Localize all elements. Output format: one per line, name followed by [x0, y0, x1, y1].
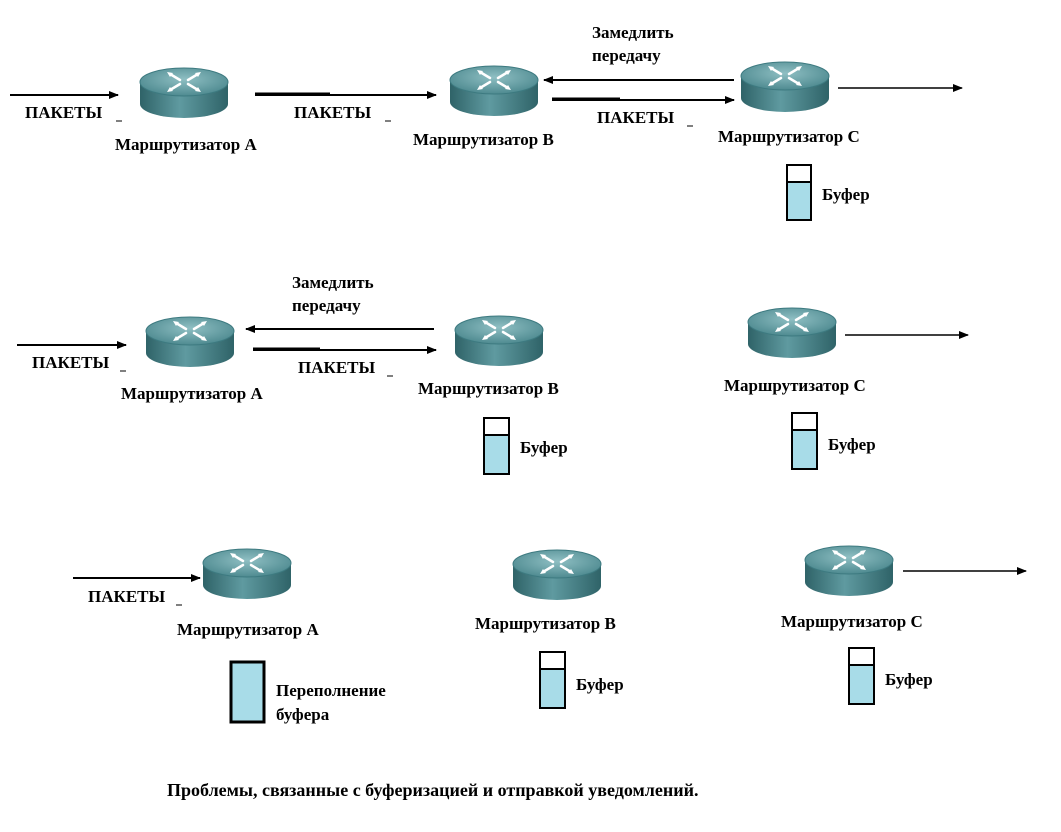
buffer-overflow-icon: [229, 660, 266, 724]
router-a-icon: [144, 315, 236, 369]
buffer-label: Буфер: [520, 438, 568, 457]
buffer-icon: [483, 417, 510, 475]
buffer-label: Буфер: [822, 185, 870, 204]
overflow-label: Переполнение: [276, 681, 386, 700]
router-a-icon: [138, 66, 230, 120]
router-a-label: Маршрутизатор А: [121, 384, 263, 403]
router-c-label: Маршрутизатор С: [781, 612, 923, 631]
buffer-label: Буфер: [576, 675, 624, 694]
router-b-label: Маршрутизатор В: [418, 379, 559, 398]
row-3: ПАКЕТЫ Маршрутизатор А Переполнение буфе…: [73, 544, 1027, 724]
slow-down-label: Замедлить: [592, 23, 674, 42]
figure-caption: Проблемы, связанные с буферизацией и отп…: [167, 780, 699, 800]
router-a-label: Маршрутизатор А: [115, 135, 257, 154]
router-b-icon: [453, 314, 545, 368]
row-2: ПАКЕТЫ Маршрутизатор А Замедлить передач…: [17, 273, 969, 475]
router-c-icon: [803, 544, 895, 598]
router-c-icon: [746, 306, 838, 360]
router-b-icon: [448, 64, 540, 118]
packets-label: ПАКЕТЫ: [32, 353, 110, 372]
buffer-label: Буфер: [828, 435, 876, 454]
packets-label: ПАКЕТЫ: [298, 358, 376, 377]
slow-down-label: передачу: [592, 46, 661, 65]
router-b-icon: [511, 548, 603, 602]
row-1: ПАКЕТЫ Маршрутизатор А ПАКЕТЫ Маршрутиза…: [10, 23, 963, 221]
router-a-icon: [201, 547, 293, 601]
router-b-label: Маршрутизатор В: [475, 614, 616, 633]
router-b-label: Маршрутизатор В: [413, 130, 554, 149]
slow-down-label: Замедлить: [292, 273, 374, 292]
buffer-icon: [791, 412, 818, 470]
buffer-icon: [848, 647, 875, 705]
router-c-icon: [739, 60, 831, 114]
overflow-label: буфера: [276, 705, 330, 724]
buffer-label: Буфер: [885, 670, 933, 689]
router-c-label: Маршрутизатор С: [718, 127, 860, 146]
slow-down-label: передачу: [292, 296, 361, 315]
buffer-icon: [539, 651, 566, 709]
packets-label: ПАКЕТЫ: [88, 587, 166, 606]
router-a-label: Маршрутизатор А: [177, 620, 319, 639]
packets-label: ПАКЕТЫ: [294, 103, 372, 122]
buffer-icon: [786, 164, 812, 221]
router-c-label: Маршрутизатор С: [724, 376, 866, 395]
packets-label: ПАКЕТЫ: [597, 108, 675, 127]
packets-label: ПАКЕТЫ: [25, 103, 103, 122]
